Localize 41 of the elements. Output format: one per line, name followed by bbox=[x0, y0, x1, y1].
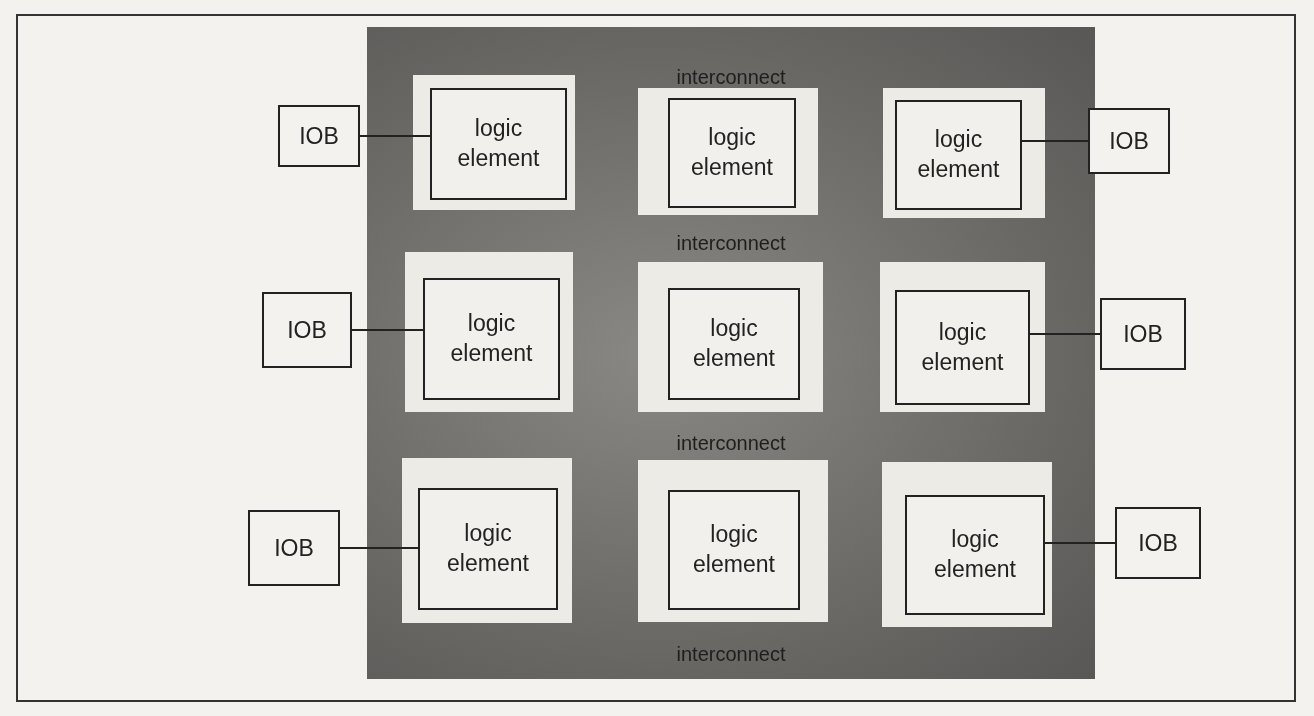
iob-box bbox=[262, 292, 352, 368]
interconnect-region bbox=[367, 27, 1095, 679]
iob-box bbox=[1115, 507, 1201, 579]
logic-element-label: logic element bbox=[933, 525, 1017, 584]
iob-label: IOB bbox=[1138, 529, 1178, 557]
iob-label: IOB bbox=[1123, 320, 1163, 348]
interconnect-label: interconnect bbox=[676, 66, 786, 88]
iob-label: IOB bbox=[1109, 127, 1149, 155]
logic-element-label: logic element bbox=[690, 123, 774, 182]
iob-box bbox=[278, 105, 360, 167]
logic-element-label: logic element bbox=[692, 314, 776, 373]
logic-element-label: logic element bbox=[449, 309, 534, 368]
logic-element-box bbox=[668, 490, 800, 610]
iob-box bbox=[1088, 108, 1170, 174]
connector-line bbox=[1021, 140, 1089, 142]
logic-element-box bbox=[895, 100, 1022, 210]
logic-element-box bbox=[423, 278, 560, 400]
logic-element-box bbox=[895, 290, 1030, 405]
iob-box bbox=[248, 510, 340, 586]
logic-element-label: logic element bbox=[920, 317, 1005, 377]
connector-line bbox=[1044, 542, 1116, 544]
logic-element-label: logic element bbox=[446, 519, 530, 578]
logic-element-box bbox=[430, 88, 567, 200]
interconnect-label: interconnect bbox=[676, 232, 786, 254]
connector-line bbox=[359, 135, 431, 137]
logic-element-box bbox=[668, 98, 796, 208]
iob-box bbox=[1100, 298, 1186, 370]
connector-line bbox=[351, 329, 424, 331]
logic-element-box bbox=[418, 488, 558, 610]
iob-label: IOB bbox=[274, 534, 314, 562]
logic-element-label: logic element bbox=[456, 114, 541, 173]
logic-element-label: logic element bbox=[916, 125, 1001, 184]
logic-element-box bbox=[905, 495, 1045, 615]
connector-line bbox=[339, 547, 419, 549]
interconnect-label: interconnect bbox=[676, 643, 786, 665]
logic-element-label: logic element bbox=[692, 520, 776, 579]
iob-label: IOB bbox=[299, 122, 339, 150]
interconnect-label: interconnect bbox=[676, 432, 786, 454]
iob-label: IOB bbox=[287, 316, 327, 344]
logic-element-box bbox=[668, 288, 800, 400]
connector-line bbox=[1029, 333, 1101, 335]
